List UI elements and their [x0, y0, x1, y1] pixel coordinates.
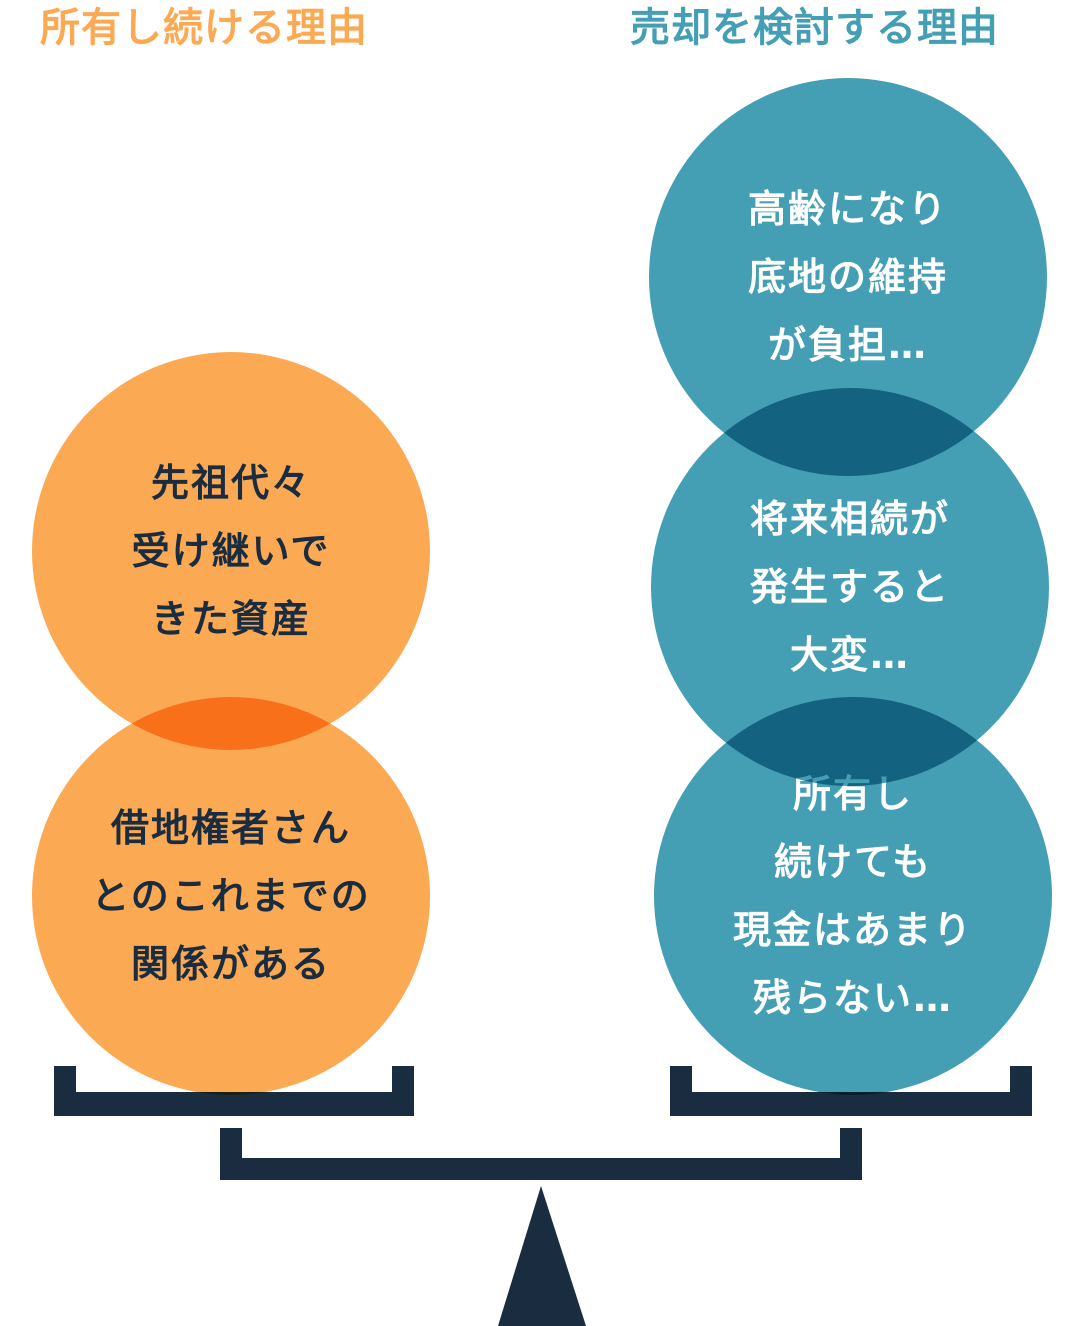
right-pan-right-wall — [1010, 1066, 1032, 1116]
balance-scale-shapes — [54, 1066, 1032, 1326]
fulcrum-triangle — [498, 1186, 586, 1326]
heading-sell-reasons: 売却を検討する理由 — [630, 5, 999, 51]
right-pan-left-wall — [670, 1066, 692, 1116]
reason-label: 借地権者さん とのこれまでの 関係がある — [91, 806, 371, 986]
right-pan-base — [670, 1092, 1032, 1116]
reason-circle-ancestral-asset: 先祖代々 受け継いで きた資産 — [32, 352, 430, 750]
reason-label: 所有し 続けても 現金はあまり 残らない… — [732, 772, 973, 1020]
reason-label: 先祖代々 受け継いで きた資産 — [131, 461, 331, 641]
reason-circle-little-cash: 所有し 続けても 現金はあまり 残らない… — [654, 697, 1052, 1095]
left-pan-left-wall — [54, 1066, 76, 1116]
reason-label: 高齢になり 底地の維持 が負担… — [747, 187, 948, 367]
beam-left-post — [220, 1128, 242, 1180]
left-pan-base — [54, 1092, 414, 1116]
heading-keep-reasons: 所有し続ける理由 — [40, 5, 368, 51]
reason-circle-leaseholder-relationship: 借地権者さん とのこれまでの 関係がある — [32, 697, 430, 1095]
reason-label: 将来相続が 発生すると 大変… — [749, 497, 950, 677]
beam — [220, 1158, 862, 1180]
beam-right-post — [840, 1128, 862, 1180]
left-pan-right-wall — [392, 1066, 414, 1116]
